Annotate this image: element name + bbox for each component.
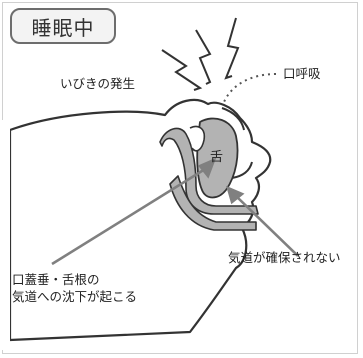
snore-lightning-icon — [161, 17, 240, 91]
mouth-breathing-label: 口呼吸 — [283, 66, 321, 81]
sleeping-badge-label: 睡眠中 — [31, 15, 95, 40]
tongue-label: 舌 — [210, 150, 224, 165]
throat-airway — [159, 127, 259, 215]
breath-dotted-arrow-icon — [223, 73, 277, 103]
pointer-lines — [51, 157, 299, 266]
mask — [0, 120, 10, 350]
airway-blocked-label: 気道が確保されない — [228, 250, 341, 265]
trachea — [169, 175, 257, 231]
snoring-label: いびきの発生 — [60, 76, 136, 91]
cause-label-line1: 口蓋垂・舌根の — [12, 272, 100, 287]
tongue-shape — [196, 117, 239, 199]
cause-label-line2: 気道への沈下が起こる — [12, 289, 138, 304]
sleeping-badge: 睡眠中 — [10, 8, 116, 44]
